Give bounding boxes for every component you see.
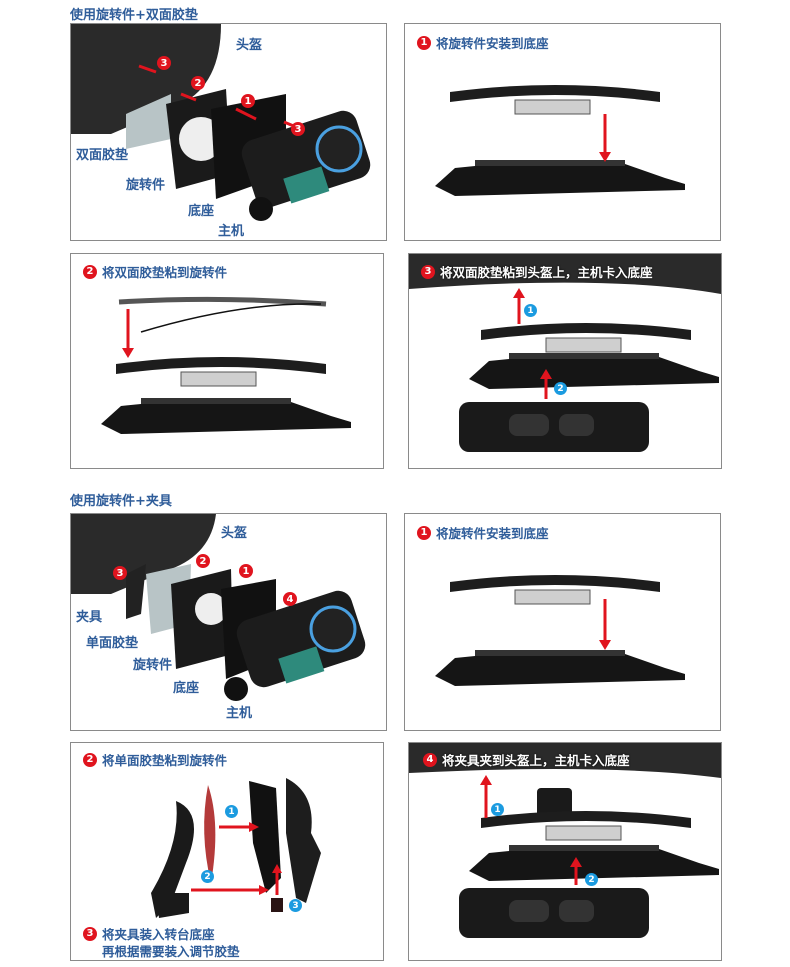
step-caption-line2: 再根据需要装入调节胶垫 bbox=[102, 944, 240, 959]
step-number: 4 bbox=[423, 752, 437, 767]
step-marker: 1 bbox=[241, 94, 255, 108]
step-marker: 3 bbox=[291, 122, 305, 136]
label-swivel: 旋转件 bbox=[133, 658, 173, 673]
step-panel: 4 将夹具夹到头盔上，主机卡入底座 1 2 bbox=[408, 742, 722, 961]
install-diagram bbox=[409, 743, 721, 938]
step-marker: 3 bbox=[113, 566, 127, 580]
step-caption: 将双面胶垫粘到头盔上，主机卡入底座 bbox=[440, 265, 653, 280]
exploded-view-panel: 3 2 1 4 头盔 夹具 单面胶垫 旋转件 底座 主机 bbox=[70, 513, 387, 731]
mount-diagram bbox=[435, 574, 685, 686]
step-number: 1 bbox=[417, 525, 431, 540]
step-marker: 2 bbox=[191, 76, 205, 90]
section-title: 使用旋转件+夹具 bbox=[70, 494, 172, 509]
exploded-diagram bbox=[71, 514, 366, 701]
step-number: 3 bbox=[83, 926, 97, 941]
sub-marker: 1 bbox=[225, 805, 238, 818]
step-number: 3 bbox=[421, 264, 435, 279]
exploded-diagram bbox=[71, 24, 371, 221]
sub-marker: 2 bbox=[201, 870, 214, 883]
step-caption: 将旋转件安装到底座 bbox=[436, 36, 549, 51]
step-caption: 将夹具夹到头盔上，主机卡入底座 bbox=[442, 753, 630, 768]
step-caption: 将夹具装入转台底座 bbox=[102, 927, 215, 942]
step-caption: 将单面胶垫粘到旋转件 bbox=[102, 753, 228, 768]
section-title: 使用旋转件+双面胶垫 bbox=[70, 8, 198, 23]
sub-marker: 2 bbox=[585, 873, 598, 886]
clip-diagram bbox=[151, 778, 321, 918]
step-panel: 1 将旋转件安装到底座 bbox=[404, 23, 721, 241]
step-marker: 2 bbox=[196, 554, 210, 568]
label-main-unit: 主机 bbox=[226, 706, 253, 721]
label-main-unit: 主机 bbox=[218, 224, 245, 239]
step-panel: 3 将双面胶垫粘到头盔上，主机卡入底座 1 2 bbox=[408, 253, 722, 469]
step-marker: 1 bbox=[239, 564, 253, 578]
label-base: 底座 bbox=[173, 681, 200, 696]
label-helmet: 头盔 bbox=[221, 526, 248, 541]
label-helmet: 头盔 bbox=[236, 38, 263, 53]
step-caption: 将双面胶垫粘到旋转件 bbox=[102, 265, 228, 280]
label-single-sided-pad: 单面胶垫 bbox=[86, 636, 139, 651]
sub-marker: 1 bbox=[524, 304, 537, 317]
label-swivel: 旋转件 bbox=[126, 178, 166, 193]
sub-marker: 1 bbox=[491, 803, 504, 816]
step-marker: 4 bbox=[283, 592, 297, 606]
label-base: 底座 bbox=[188, 204, 215, 219]
step-number: 2 bbox=[83, 264, 97, 279]
step-number: 1 bbox=[417, 35, 431, 50]
sub-marker: 2 bbox=[554, 382, 567, 395]
step-panel: 2 将双面胶垫粘到旋转件 bbox=[70, 253, 384, 469]
sub-marker: 3 bbox=[289, 899, 302, 912]
label-clip: 夹具 bbox=[76, 610, 103, 625]
step-number: 2 bbox=[83, 752, 97, 767]
step-marker: 3 bbox=[157, 56, 171, 70]
install-diagram bbox=[409, 254, 721, 452]
mount-diagram bbox=[435, 84, 685, 196]
label-double-sided-pad: 双面胶垫 bbox=[76, 148, 129, 163]
step-panel: 1 将旋转件安装到底座 bbox=[404, 513, 721, 731]
pad-diagram bbox=[101, 296, 351, 434]
exploded-view-panel: 3 2 1 3 头盔 双面胶垫 旋转件 底座 主机 bbox=[70, 23, 387, 241]
step-panel: 2 将单面胶垫粘到旋转件 1 2 3 3 将夹具装入转台底座 再根据需要装入调节胶垫 bbox=[70, 742, 384, 961]
step-caption: 将旋转件安装到底座 bbox=[436, 526, 549, 541]
